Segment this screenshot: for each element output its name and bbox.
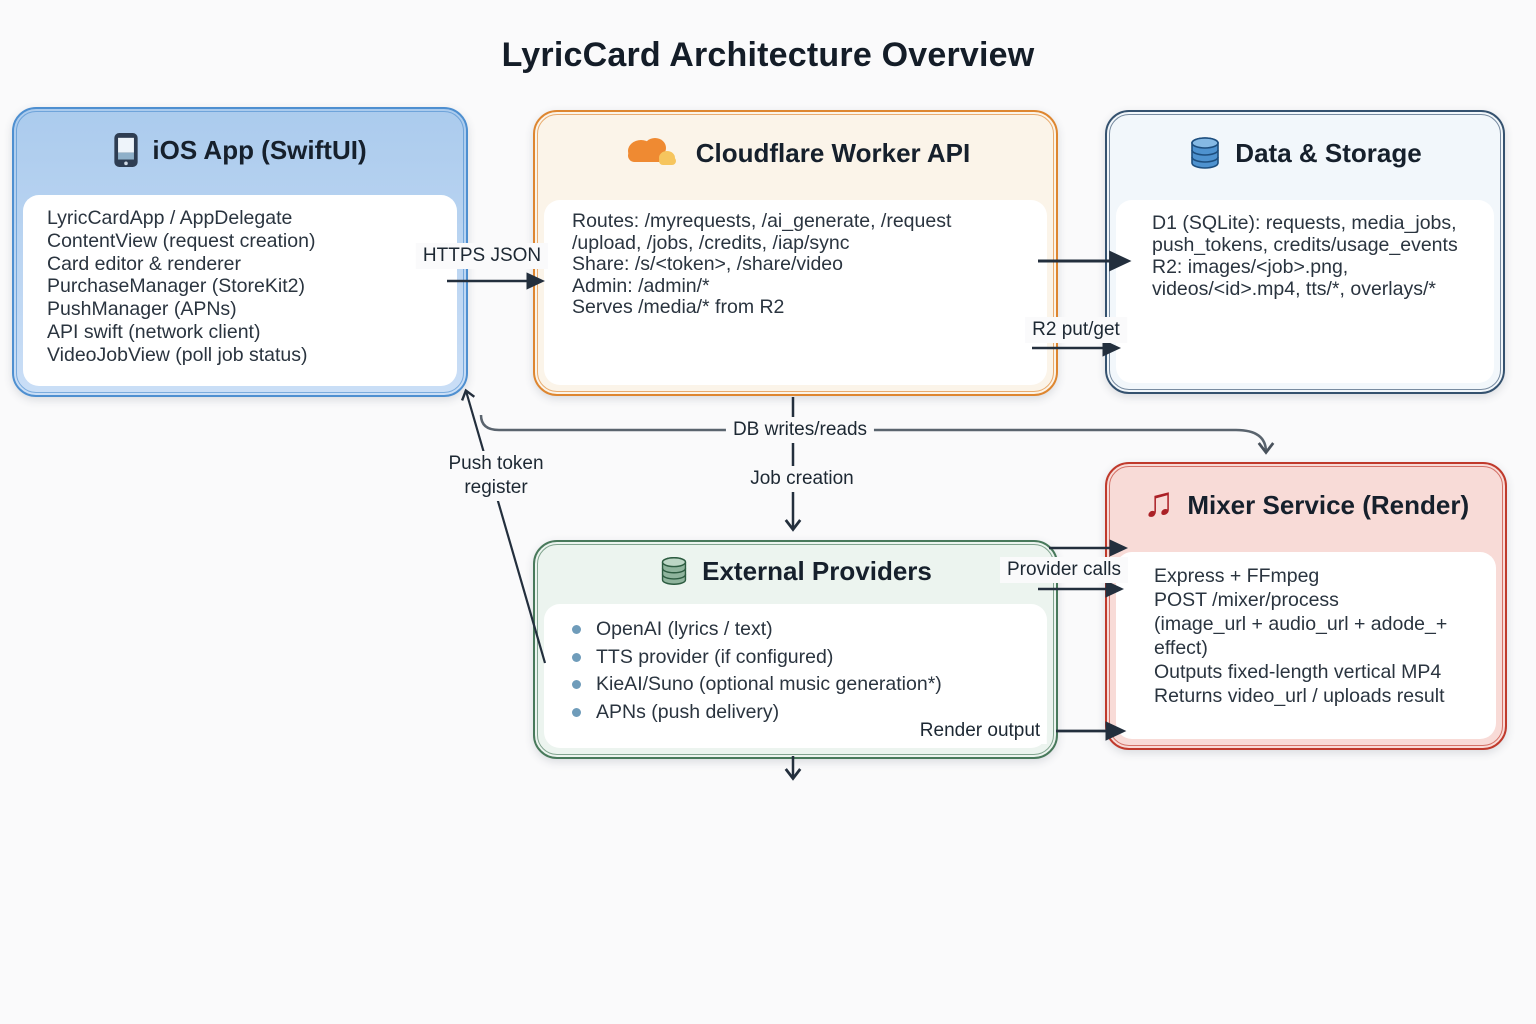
node-ios-app: iOS App (SwiftUI) LyricCardApp / AppDele… bbox=[12, 107, 468, 397]
label-push-token-line1: Push token bbox=[448, 453, 544, 474]
node-worker-line: Share: /s/<token>, /share/video bbox=[572, 253, 844, 276]
bullet-dot-icon bbox=[572, 625, 581, 635]
node-storage-line: R2: images/<job>.png, bbox=[1152, 256, 1349, 278]
node-worker-line: /upload, /jobs, /credits, /iap/sync bbox=[572, 231, 850, 254]
node-ios-line: Card editor & renderer bbox=[47, 252, 242, 275]
node-providers-title: External Providers bbox=[702, 555, 932, 586]
node-ios-line: PurchaseManager (StoreKit2) bbox=[47, 275, 305, 298]
label-render-output: Render output bbox=[912, 718, 1048, 744]
node-data-storage: Data & Storage D1 (SQLite): requests, me… bbox=[1105, 110, 1505, 394]
provider-item-label: APNs (push delivery) bbox=[596, 700, 780, 723]
node-storage-line: D1 (SQLite): requests, media_jobs, bbox=[1152, 212, 1457, 234]
bullet-dot-icon bbox=[572, 680, 581, 690]
node-mixer-line: Returns video_url / uploads result bbox=[1154, 685, 1445, 707]
label-push-token-line2: register bbox=[464, 477, 528, 498]
node-worker-line: Admin: /admin/* bbox=[572, 274, 710, 297]
node-mixer-title: Mixer Service (Render) bbox=[1187, 489, 1470, 520]
node-ios-title: iOS App (SwiftUI) bbox=[152, 134, 367, 165]
node-mixer-service: ♫ Mixer Service (Render) Express + FFmpe… bbox=[1105, 462, 1507, 750]
database-icon-green bbox=[661, 557, 687, 585]
provider-item: KieAI/Suno (optional music generation*) bbox=[572, 671, 1033, 699]
provider-item: APNs (push delivery) bbox=[572, 699, 1033, 727]
node-storage-title: Data & Storage bbox=[1235, 137, 1422, 168]
node-mixer-line: (image_url + audio_url + adode_+ effect) bbox=[1154, 613, 1448, 659]
node-ios-line: API swift (network client) bbox=[47, 320, 261, 343]
provider-item: TTS provider (if configured) bbox=[572, 644, 1033, 672]
node-storage-line: videos/<id>.mp4, tts/*, overlays/* bbox=[1152, 278, 1436, 300]
node-mixer-body: Express + FFmpeg POST /mixer/process (im… bbox=[1116, 552, 1496, 739]
node-mixer-line: Express + FFmpeg bbox=[1154, 565, 1320, 587]
label-job-creation: Job creation bbox=[743, 466, 861, 492]
node-worker-title: Cloudflare Worker API bbox=[695, 137, 971, 168]
bullet-dot-icon bbox=[572, 707, 581, 717]
node-worker-body: Routes: /myrequests, /ai_generate, /requ… bbox=[544, 200, 1047, 385]
node-worker-line: Routes: /myrequests, /ai_generate, /requ… bbox=[572, 210, 952, 232]
node-mixer-line: Outputs fixed-length vertical MP4 bbox=[1154, 661, 1442, 683]
label-r2-put-get: R2 put/get bbox=[1025, 317, 1127, 343]
node-ios-body: LyricCardApp / AppDelegate ContentView (… bbox=[23, 195, 457, 386]
provider-item-label: KieAI/Suno (optional music generation*) bbox=[596, 673, 942, 696]
node-worker-header: Cloudflare Worker API bbox=[535, 112, 1056, 194]
page-title: LyricCard Architecture Overview bbox=[501, 36, 1035, 74]
label-push-token-register: Push token register bbox=[441, 451, 551, 501]
node-storage-line: push_tokens, credits/usage_events bbox=[1152, 234, 1458, 256]
cloudflare-cloud-icon bbox=[627, 138, 676, 165]
label-db-writes-reads: DB writes/reads bbox=[725, 417, 875, 443]
node-ios-line: PushManager (APNs) bbox=[47, 298, 237, 321]
node-providers-header: External Providers bbox=[535, 542, 1056, 600]
node-ios-header: iOS App (SwiftUI) bbox=[14, 109, 466, 191]
label-provider-calls: Provider calls bbox=[999, 557, 1129, 583]
node-ios-line: ContentView (request creation) bbox=[47, 229, 316, 252]
database-icon bbox=[1191, 137, 1220, 169]
node-cloudflare-worker: Cloudflare Worker API Routes: /myrequest… bbox=[533, 110, 1058, 396]
node-mixer-header: ♫ Mixer Service (Render) bbox=[1107, 464, 1505, 546]
label-https-json: HTTPS JSON bbox=[415, 243, 549, 269]
provider-item-label: OpenAI (lyrics / text) bbox=[596, 618, 773, 641]
provider-item: OpenAI (lyrics / text) bbox=[572, 616, 1033, 644]
node-storage-body: D1 (SQLite): requests, media_jobs, push_… bbox=[1116, 200, 1494, 383]
node-ios-line: LyricCardApp / AppDelegate bbox=[47, 207, 293, 229]
node-ios-line: VideoJobView (poll job status) bbox=[47, 343, 308, 366]
node-mixer-line: POST /mixer/process bbox=[1154, 589, 1339, 611]
node-storage-header: Data & Storage bbox=[1107, 112, 1503, 194]
music-note-icon: ♫ bbox=[1142, 478, 1175, 525]
provider-item-label: TTS provider (if configured) bbox=[596, 645, 834, 668]
node-worker-line: Serves /media/* from R2 bbox=[572, 296, 785, 319]
phone-icon bbox=[114, 133, 139, 167]
bullet-dot-icon bbox=[572, 652, 581, 662]
